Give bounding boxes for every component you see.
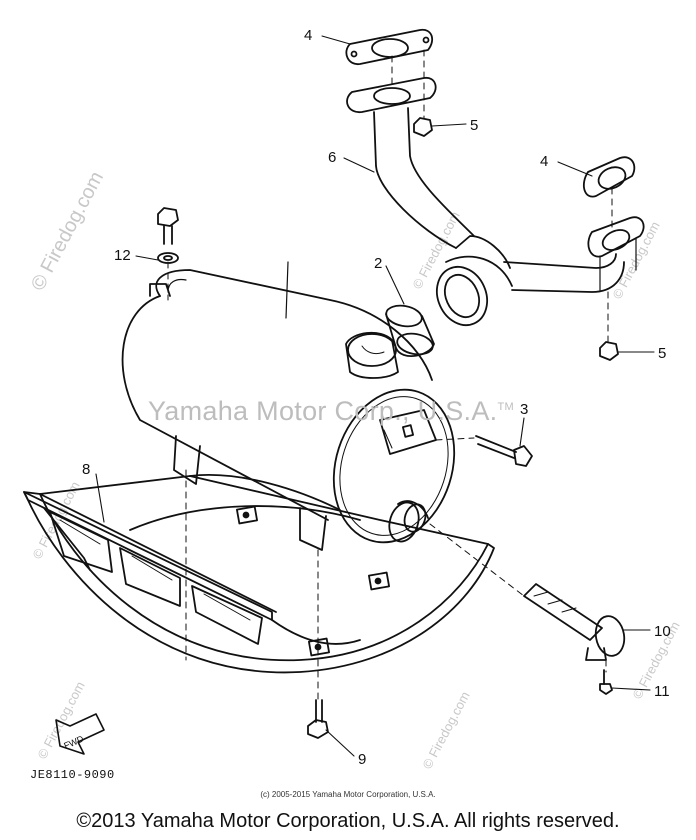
callout-8: 8	[82, 461, 90, 478]
pipe-joint-sleeve	[385, 304, 435, 357]
callout-4-top: 4	[304, 27, 312, 44]
trademark-mark: TM	[497, 401, 514, 413]
fwd-arrow-icon	[55, 713, 105, 755]
callout-11: 11	[654, 683, 670, 700]
fwd-label: FWD	[62, 733, 85, 751]
firedog-watermark: © Firedog.com	[34, 679, 87, 761]
callout-9: 9	[358, 751, 366, 768]
assembly-lines	[167, 49, 613, 701]
callouts: 4 5 6 4 2 5 12 3 8 10 11 9 FWD	[62, 27, 670, 768]
tail-pipe-clamp	[523, 583, 626, 661]
gasket-top	[345, 28, 434, 65]
muffler	[121, 261, 456, 551]
center-watermark: Yamaha Motor Corp., U.S.A.TM	[148, 396, 514, 427]
bolt-11	[599, 669, 613, 695]
bolt-3	[475, 435, 533, 467]
callout-10: 10	[654, 623, 671, 640]
small-copyright: (c) 2005-2015 Yamaha Motor Corporation, …	[260, 790, 436, 799]
leader-lines	[95, 35, 655, 757]
callout-5-right: 5	[658, 345, 666, 362]
callout-6: 6	[328, 149, 336, 166]
nut-5-top	[413, 117, 433, 137]
nut-5-right	[599, 341, 619, 361]
main-copyright: ©2013 Yamaha Motor Corporation, U.S.A. A…	[76, 810, 620, 832]
firedog-watermark: © Firedog.com	[27, 168, 108, 294]
bolt-12	[157, 207, 179, 264]
gasket-right	[582, 156, 636, 198]
firedog-watermark: © Firedog.com	[419, 689, 472, 771]
callout-3: 3	[520, 401, 528, 418]
skid-plate-guard	[23, 474, 495, 674]
callout-12: 12	[114, 247, 131, 264]
center-watermark-text: Yamaha Motor Corp., U.S.A.	[148, 396, 498, 426]
callout-4-right: 4	[540, 153, 548, 170]
bolt-9	[307, 699, 329, 739]
diagram-reference-code: JE8110-9090	[30, 768, 115, 782]
callout-5-top: 5	[470, 117, 478, 134]
callout-2: 2	[374, 255, 382, 272]
exhaust-pipe	[346, 77, 645, 326]
